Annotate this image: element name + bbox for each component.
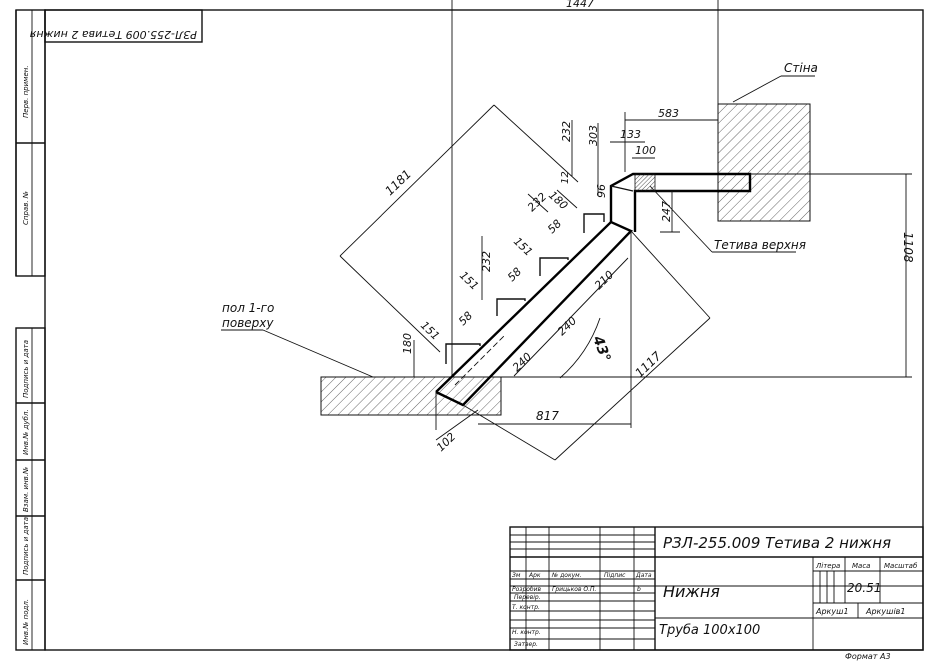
dim-151-low: 151 [418, 319, 442, 343]
wall: Стіна [717, 61, 818, 222]
floor-label-1: пол 1-го [222, 301, 274, 315]
dim-102-text: 102 [434, 430, 458, 454]
col-zm: Зм [512, 572, 521, 579]
dim-210: 210 [592, 268, 616, 292]
dim-817-text: 817 [536, 409, 559, 423]
dim-12: 12 [560, 171, 571, 184]
role-tkontr: Т. контр. [512, 604, 540, 611]
title-designation: РЗЛ-255.009 Тетива 2 нижня [663, 534, 891, 552]
role-razrobiv: Розробив [512, 586, 542, 593]
wall-label: Стіна [784, 61, 818, 75]
side-label-perv: Перв. примен. [22, 65, 30, 118]
dim-58-mid: 58 [505, 265, 524, 284]
col-ark: Арк [528, 572, 541, 579]
angle-text: 43° [589, 333, 613, 364]
dim-58-top: 58 [545, 217, 564, 236]
side-label-dubl: Инв.№ дубл. [22, 409, 30, 455]
dim-133: 133 [620, 128, 641, 141]
developer-mark: b [637, 586, 641, 593]
litera-label: Літера [815, 562, 840, 570]
dim-180-top: 180 [546, 189, 570, 213]
mirrored-stamp-text: РЗЛ-255.009 Тетива 2 нижня [29, 28, 197, 41]
dim-58-low: 58 [456, 309, 475, 328]
dims-right: 247 Тетива верхня [649, 185, 806, 253]
dim-1108: 1108 [500, 173, 915, 378]
dim-232-low: 232 [480, 251, 493, 272]
sheet-label: Аркуш1 [815, 607, 849, 616]
scale-label: Масштаб [884, 562, 918, 570]
dim-151-top: 151 [511, 235, 535, 259]
dim-303: 303 [587, 125, 600, 146]
dim-583: 583 [658, 107, 679, 120]
dim-1108-text: 1108 [901, 232, 915, 263]
developer-name: Грицьков О.П. [552, 586, 597, 593]
title-part-name: Нижня [663, 582, 720, 601]
dim-1447: 1447 [451, 0, 719, 375]
dim-96: 96 [595, 184, 608, 198]
dim-151-mid: 151 [457, 269, 481, 293]
col-doc: № докум. [551, 572, 582, 579]
col-sign: Підпис [604, 572, 626, 579]
dims-top: 583 133 100 303 232 12 96 180 [546, 107, 718, 212]
sheets-label: Аркушів1 [865, 607, 905, 616]
dim-180-low: 180 [401, 333, 414, 354]
mirrored-stamp: РЗЛ-255.009 Тетива 2 нижня [29, 9, 203, 43]
dim-247: 247 [660, 201, 673, 222]
floor-label-2: поверху [222, 316, 274, 330]
format-label: Формат А3 [845, 652, 891, 661]
dim-817: 817 [478, 232, 632, 428]
side-label-podpis2: Подпись и дата [22, 517, 30, 575]
role-nkontr: Н. контр. [512, 629, 541, 636]
dim-240-upper: 240 [555, 314, 579, 338]
dim-100: 100 [635, 144, 656, 157]
dim-232-mid: 232 [525, 190, 549, 214]
col-date: Дата [635, 572, 652, 579]
mass-value: 20.51 [847, 581, 881, 595]
side-label-podpis1: Подпись и дата [22, 340, 30, 398]
title-material: Труба 100х100 [659, 623, 760, 638]
dim-1447-text: 1447 [566, 0, 594, 10]
mass-label: Маса [852, 562, 870, 570]
side-label-sprav: Справ. № [22, 191, 30, 225]
title-block: РЗЛ-255.009 Тетива 2 нижня Нижня Труба 1… [509, 526, 924, 651]
side-label-vzam: Взам. инв.№ [22, 467, 30, 512]
side-strip: Перв. примен. Справ. № Подпись и дата Ин… [15, 9, 46, 651]
side-label-podl: Инв.№ подл. [22, 599, 30, 645]
upper-stringer-label: Тетива верхня [714, 238, 806, 252]
role-pereviv: Перевір. [514, 594, 541, 601]
dim-1117: 1117 [462, 230, 711, 461]
role-zatver: Затвер. [514, 641, 538, 648]
stringer [435, 172, 752, 407]
dim-232-top: 232 [560, 121, 573, 142]
dim-1181-text: 1181 [382, 167, 414, 198]
